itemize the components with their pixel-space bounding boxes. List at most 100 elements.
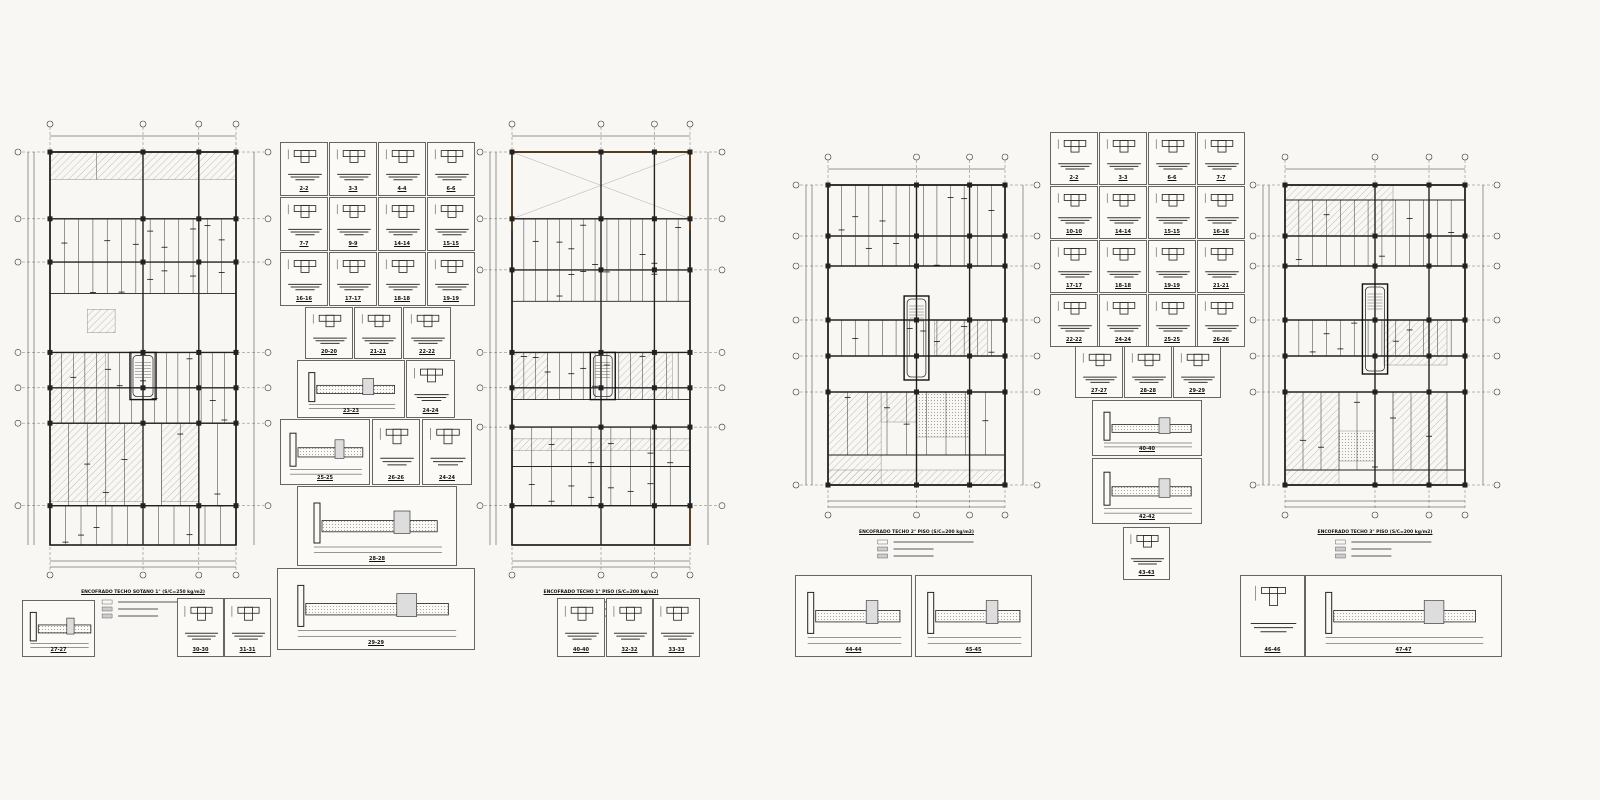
grid-bubble (718, 349, 726, 356)
beam-section-sketch (1204, 247, 1239, 278)
section-label: 47-47 (1395, 647, 1412, 653)
hatched-slab-zone (1284, 391, 1340, 486)
grid-bubble (1425, 153, 1433, 161)
section-detail: 7-7 (280, 197, 328, 251)
section-label: 42-42 (1139, 514, 1155, 520)
column (1372, 353, 1378, 359)
section-label: 33-33 (668, 647, 685, 653)
section-label: 28-28 (369, 556, 385, 562)
beam-section-sketch (379, 427, 414, 466)
column (1002, 389, 1008, 395)
column (140, 259, 146, 265)
section-detail: 15-15 (1148, 186, 1196, 239)
column (196, 420, 202, 426)
grid-bubble (1033, 388, 1041, 396)
column (1372, 263, 1378, 269)
grid-bubble (792, 481, 800, 489)
section-detail: 6-6 (1148, 132, 1196, 185)
grid-bubble (14, 215, 22, 223)
beam-section-sketch (231, 606, 265, 640)
section-detail: 29-29 (277, 568, 475, 650)
section-label: 30-30 (192, 647, 209, 653)
column (47, 385, 53, 391)
column (47, 149, 53, 155)
beam-section-sketch (613, 606, 647, 640)
column (651, 216, 657, 222)
column (1372, 317, 1378, 323)
beam-section-sketch (1106, 301, 1141, 332)
column (825, 263, 831, 269)
section-label: 6-6 (446, 186, 456, 192)
column (914, 389, 919, 395)
grid-bubble (913, 153, 920, 161)
beam-section-sketch (1204, 193, 1239, 224)
section-detail: 16-16 (1197, 186, 1245, 239)
column (1282, 233, 1288, 239)
beam-section-sketch (336, 149, 371, 181)
section-detail: 14-14 (378, 197, 426, 251)
section-label: 32-32 (621, 647, 638, 653)
column (1282, 482, 1288, 488)
column (914, 353, 919, 359)
grid-bubble (46, 571, 54, 579)
hatched-slab-zone (827, 391, 882, 486)
section-label: 23-23 (343, 408, 359, 414)
section-label: 17-17 (1066, 283, 1082, 289)
beam-section-sketch (434, 149, 469, 181)
grid-bubble (1249, 388, 1257, 396)
section-detail: 2-2 (1050, 132, 1098, 185)
beam-section-sketch (564, 606, 599, 640)
stair-core-inner (1365, 286, 1386, 372)
plan-title: ENCOFRADO TECHO 1° PISO (S/C=200 kg/m2) (543, 590, 659, 595)
grid-bubble (14, 384, 22, 392)
beam-section-sketch (336, 259, 371, 291)
section-label: 25-25 (317, 475, 333, 481)
column (1426, 263, 1432, 269)
section-label: 46-46 (1264, 647, 1281, 653)
section-label: 27-27 (50, 647, 67, 653)
column (1426, 233, 1432, 239)
floor-plan (792, 153, 1041, 559)
grid-bubble (824, 153, 832, 161)
section-label: 3-3 (1118, 175, 1128, 181)
section-label: 18-18 (1115, 283, 1131, 289)
section-label: 44-44 (845, 647, 862, 653)
section-label: 45-45 (965, 647, 982, 653)
column (1462, 317, 1468, 323)
beam-section-sketch (385, 204, 420, 236)
section-detail: 47-47 (1305, 575, 1502, 657)
grid-bubble (476, 423, 484, 431)
long-section-sketch (308, 372, 396, 409)
grid-bubble (476, 384, 484, 392)
column (967, 182, 973, 188)
section-label: 21-21 (370, 349, 386, 355)
grid-bubble (792, 388, 800, 396)
legend-swatch (1335, 553, 1346, 559)
beam-section-sketch (1082, 353, 1117, 383)
grid-bubble (792, 316, 800, 324)
beam-section-sketch (1106, 139, 1141, 170)
column (196, 385, 202, 391)
beam-section-sketch (1057, 139, 1092, 170)
column (509, 385, 515, 391)
section-detail: 23-23 (297, 360, 405, 418)
grid-bubble (718, 266, 726, 274)
grid-bubble (1249, 232, 1257, 240)
grid-bubble (195, 571, 203, 579)
column (140, 216, 146, 222)
column (687, 503, 693, 509)
column (914, 317, 919, 323)
column (1372, 482, 1378, 488)
column (1282, 263, 1288, 269)
column (1462, 182, 1468, 188)
grid-bubble (718, 215, 726, 223)
grid-bubble (686, 120, 694, 128)
section-detail: 4-4 (378, 142, 426, 196)
grid-bubble (264, 148, 272, 156)
column (598, 349, 604, 355)
beam-section-sketch (430, 427, 466, 466)
grid-bubble (913, 511, 920, 519)
section-label: 24-24 (439, 475, 455, 481)
section-label: 40-40 (573, 647, 589, 653)
